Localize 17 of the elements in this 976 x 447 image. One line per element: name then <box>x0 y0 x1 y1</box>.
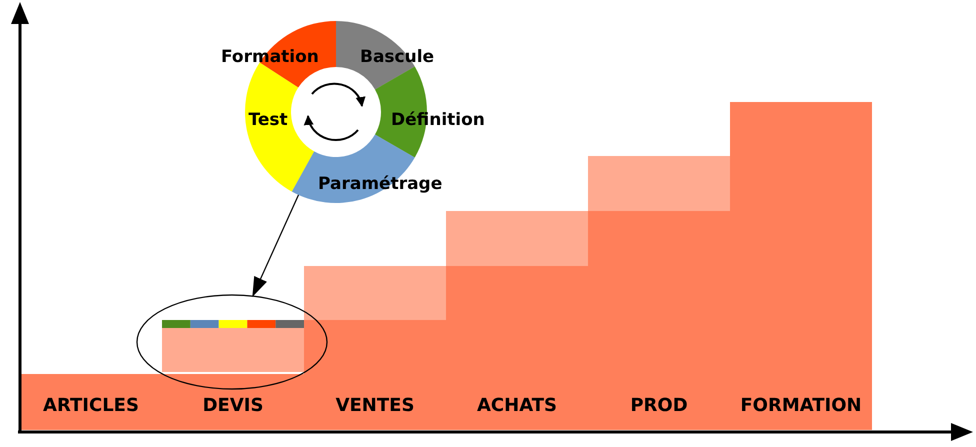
step-bar <box>20 374 162 430</box>
step-label: ARTICLES <box>42 396 140 416</box>
segment-label: Test <box>248 110 288 130</box>
step-label: ACHATS <box>476 396 558 416</box>
step-block <box>446 211 588 266</box>
cycle-segment <box>245 62 315 192</box>
highlight-ellipse <box>136 294 328 390</box>
step-block <box>588 156 730 211</box>
step-bar <box>730 102 872 430</box>
step-bar <box>304 320 446 430</box>
step-block <box>162 328 304 372</box>
step-label: VENTES <box>334 396 416 416</box>
step-label: FORMATION <box>739 396 863 416</box>
arrow <box>252 194 300 298</box>
step-block <box>304 266 446 320</box>
step-label: PROD <box>629 396 689 416</box>
step-label: DEVIS <box>202 396 264 416</box>
